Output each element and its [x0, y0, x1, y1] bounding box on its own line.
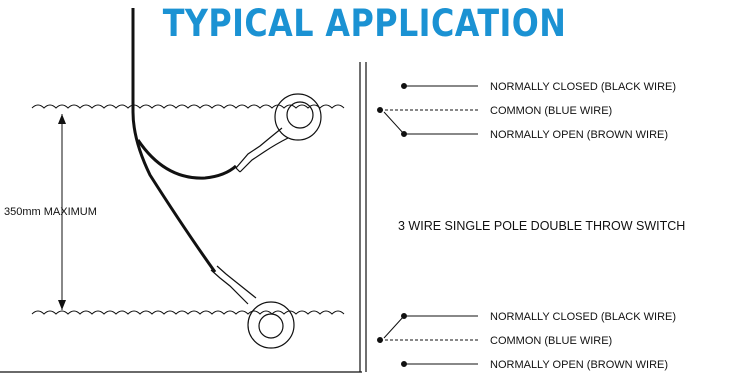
- top-switch-symbol: [377, 83, 478, 137]
- dimension-arrow: [58, 114, 66, 310]
- bottom-legend-common: COMMON (BLUE WIRE): [490, 335, 612, 347]
- upper-float-cable: [136, 139, 238, 180]
- top-legend-no: NORMALLY OPEN (BROWN WIRE): [490, 129, 668, 141]
- main-cable: [131, 8, 217, 273]
- bottom-switch-symbol: [377, 313, 478, 367]
- water-surface-upper: [31, 104, 345, 109]
- switch-caption: 3 WIRE SINGLE POLE DOUBLE THROW SWITCH: [398, 219, 685, 233]
- top-legend-nc: NORMALLY CLOSED (BLACK WIRE): [490, 81, 676, 93]
- water-surface-lower: [31, 310, 345, 315]
- lower-float-switch: [210, 265, 295, 349]
- bottom-legend-nc: NORMALLY CLOSED (BLACK WIRE): [490, 311, 676, 323]
- top-legend-common: COMMON (BLUE WIRE): [490, 105, 612, 117]
- upper-float-switch: [235, 93, 322, 173]
- bottom-legend-no: NORMALLY OPEN (BROWN WIRE): [490, 359, 668, 371]
- diagram-title: TYPICAL APPLICATION: [162, 2, 567, 45]
- dimension-label: 350mm MAXIMUM: [4, 206, 97, 218]
